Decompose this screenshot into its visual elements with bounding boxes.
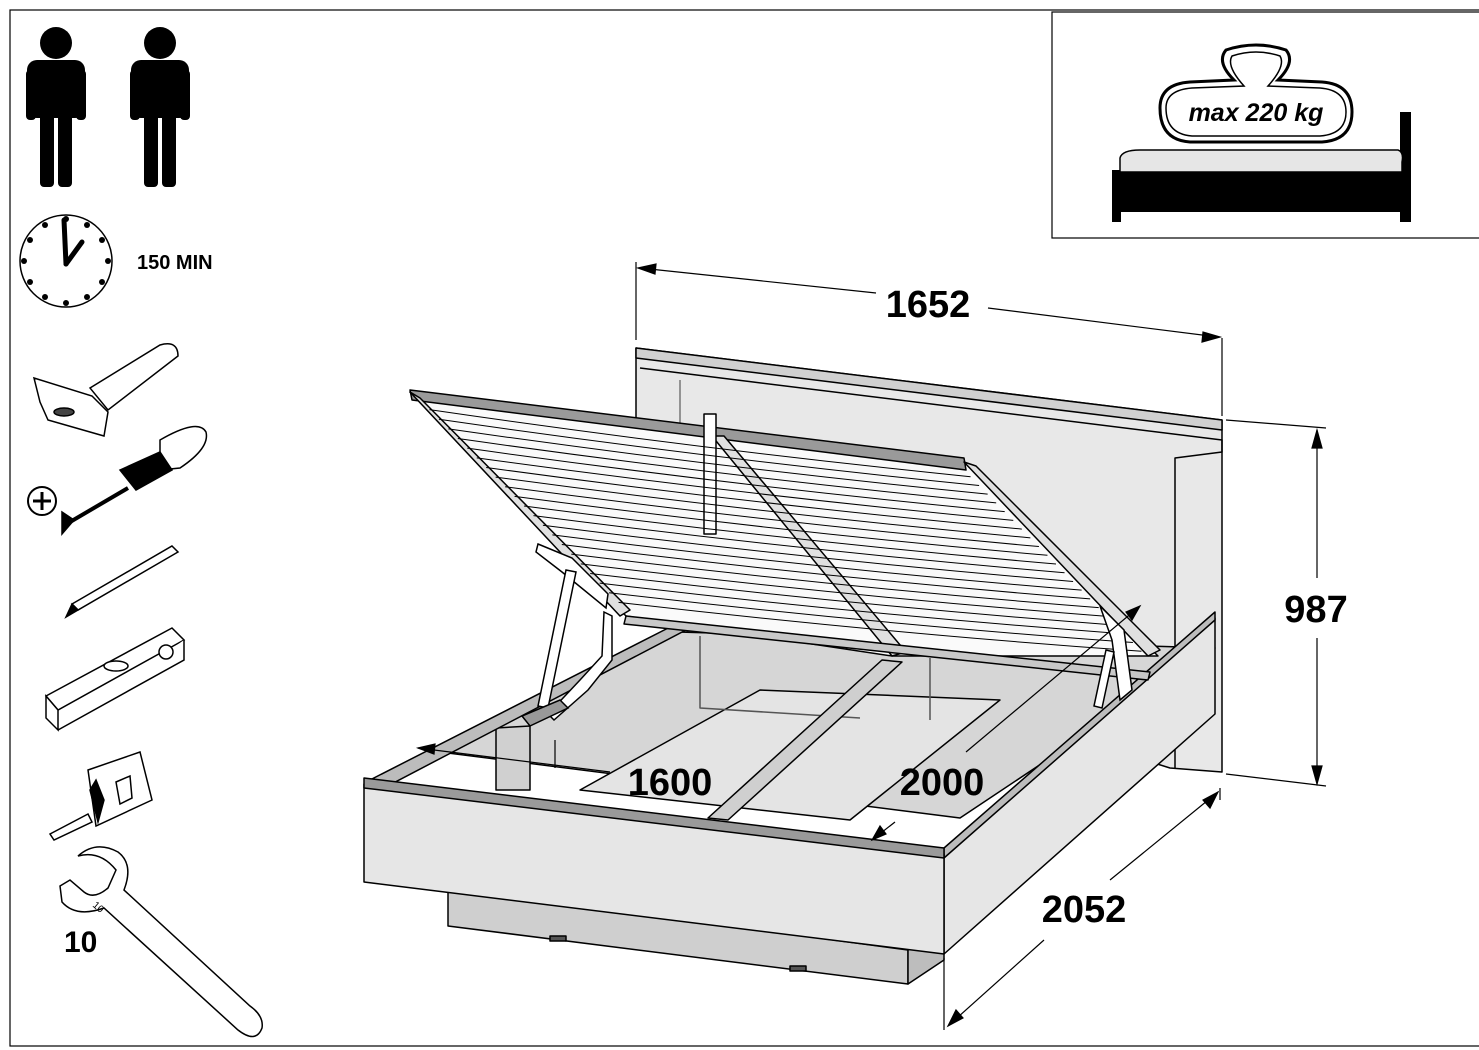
person-icon — [26, 27, 86, 187]
dimension-mattress-length: 2000 — [900, 762, 985, 804]
person-icon — [130, 27, 190, 187]
slat — [580, 563, 1108, 617]
dimension-height: 987 — [1284, 589, 1347, 631]
assembly-time: 150 MIN — [137, 252, 213, 274]
slat — [448, 428, 988, 495]
gas-lift-strut — [520, 542, 613, 727]
dimension-mattress-width: 1600 — [628, 762, 713, 804]
slat-rows — [429, 409, 1142, 652]
hammer-icon — [32, 343, 179, 437]
slat — [495, 476, 1031, 539]
dimension-lines — [415, 262, 1327, 1030]
wrench-size: 10 — [64, 926, 97, 959]
slat — [599, 582, 1125, 635]
gas-lift-strut — [1093, 605, 1133, 709]
slat — [514, 495, 1048, 556]
slat — [561, 544, 1091, 600]
slat — [505, 486, 1039, 548]
slat — [467, 447, 1005, 513]
phillips-screwdriver-icon — [61, 425, 208, 537]
slat — [457, 438, 997, 504]
pencil-icon — [64, 545, 180, 619]
slat — [552, 534, 1082, 591]
slat — [523, 505, 1057, 565]
phillips-head-symbol-icon — [27, 486, 57, 516]
clock-icon — [19, 214, 113, 308]
slat — [590, 572, 1116, 626]
slat — [618, 601, 1142, 652]
slat — [438, 418, 980, 486]
slat — [542, 524, 1074, 582]
slat — [609, 592, 1133, 644]
dimension-width: 1652 — [886, 284, 971, 326]
slat — [571, 553, 1099, 609]
slat — [429, 409, 971, 478]
max-load-label: max 220 kg — [1189, 99, 1324, 127]
slat — [476, 457, 1014, 521]
dimension-length: 2052 — [1042, 889, 1127, 931]
spirit-level-icon — [44, 627, 186, 732]
slat — [533, 515, 1065, 574]
load-limit-panel: max 220 kg — [1051, 11, 1479, 239]
slat — [486, 466, 1022, 530]
tape-measure-icon — [48, 751, 153, 841]
page-border — [9, 9, 1479, 1047]
